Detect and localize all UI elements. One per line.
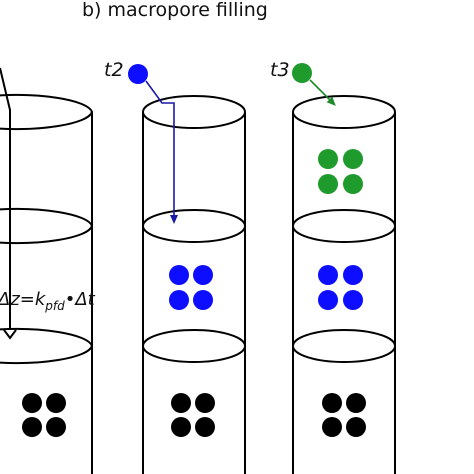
column-2-middle-rim <box>142 209 246 243</box>
black-dot <box>322 393 342 413</box>
blue-dot <box>343 290 363 310</box>
blue-dot <box>343 265 363 285</box>
blue-water-drop <box>128 64 148 84</box>
black-dot <box>346 393 366 413</box>
column-1-flow-arrowhead <box>3 329 17 340</box>
blue-dot <box>193 265 213 285</box>
column-1-lower-rim <box>0 327 94 365</box>
black-dot <box>346 417 366 437</box>
black-dot <box>322 417 342 437</box>
blue-dot <box>169 265 189 285</box>
column-2-top-rim <box>142 95 246 129</box>
equation-subscript: pfd <box>44 299 65 313</box>
column-1-top-rim <box>0 93 94 131</box>
column-3-top-rim <box>292 95 396 129</box>
panel-title: b) macropore filling <box>82 0 268 21</box>
equation-suffix: •Δt <box>65 289 96 310</box>
black-dot <box>22 393 42 413</box>
green-dot <box>343 149 363 169</box>
green-dot <box>343 174 363 194</box>
time-label-t3: t3 <box>270 59 290 81</box>
black-dot <box>171 417 191 437</box>
blue-flow-arrow <box>145 80 178 224</box>
green-flow-arrow <box>309 79 336 106</box>
column-1: Δz=kpfd•Δt <box>0 67 96 474</box>
black-dot <box>22 417 42 437</box>
black-dot <box>46 393 66 413</box>
black-dot <box>46 417 66 437</box>
blue-dot <box>318 265 338 285</box>
green-water-drop <box>292 63 312 83</box>
blue-dot <box>169 290 189 310</box>
blue-dot <box>318 290 338 310</box>
black-dot <box>171 393 191 413</box>
column-3: t3 <box>270 59 396 474</box>
column-3-lower-rim <box>292 329 396 363</box>
column-1-flow-line <box>0 67 11 330</box>
black-dot <box>195 417 215 437</box>
column-3-middle-rim <box>292 209 396 243</box>
green-dot <box>318 174 338 194</box>
black-dot <box>195 393 215 413</box>
depth-equation: Δz=kpfd•Δt <box>0 289 96 313</box>
column-1-middle-rim <box>0 207 94 245</box>
blue-dot <box>193 290 213 310</box>
time-label-t2: t2 <box>104 59 124 81</box>
column-2-lower-rim <box>142 329 246 363</box>
equation-prefix: Δz=k <box>0 289 47 310</box>
green-dot <box>318 149 338 169</box>
column-2: t2 <box>104 59 246 474</box>
